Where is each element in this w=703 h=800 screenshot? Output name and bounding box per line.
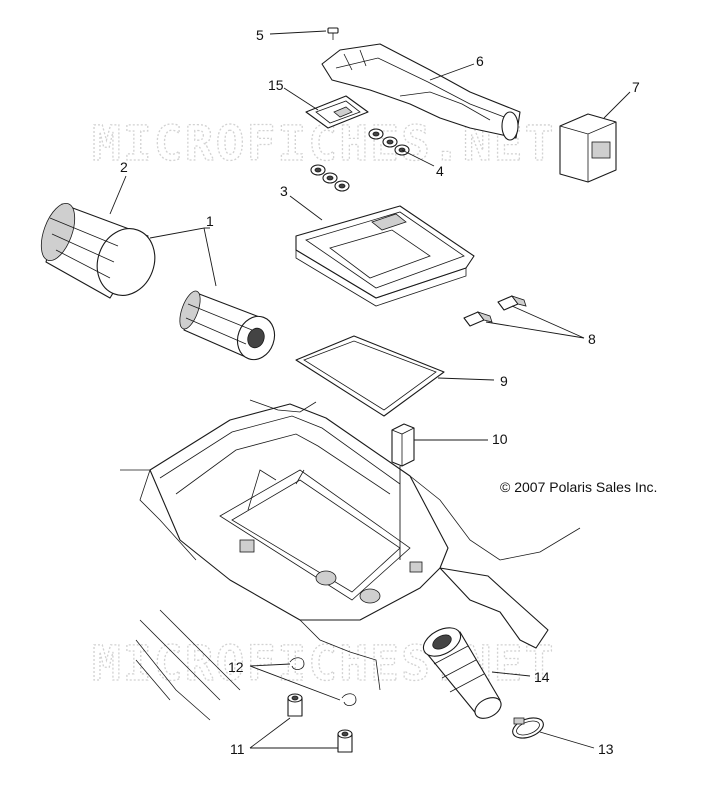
- part-11-caps: [287, 693, 353, 753]
- callout-numbers: 5 6 15 7 4 2 1 3 8 9 10 14 13 12 11: [120, 27, 640, 757]
- part-12-spring-clips: [289, 657, 357, 706]
- callout-7: 7: [632, 79, 640, 95]
- part-15-gasket: [305, 95, 369, 129]
- part-1-air-filter-small: [179, 290, 276, 361]
- part-8-clips: [463, 295, 527, 327]
- callout-3: 3: [280, 183, 288, 199]
- leader-lines: [109, 30, 631, 749]
- callout-8: 8: [588, 331, 596, 347]
- part-3-airbox-lid: [295, 205, 475, 307]
- part-9-gasket-frame: [295, 335, 445, 417]
- part-7-foam-block: [559, 113, 617, 183]
- copyright-text: © 2007 Polaris Sales Inc.: [500, 479, 657, 495]
- part-14-intake-boot: [422, 627, 502, 719]
- part-6-intake-duct: [321, 43, 521, 141]
- callout-1: 1: [206, 213, 214, 229]
- callout-2: 2: [120, 159, 128, 175]
- part-4-rings: [310, 128, 410, 192]
- part-2-air-filter-large: [40, 203, 156, 299]
- callout-15: 15: [268, 77, 284, 93]
- part-13-hose-clamp: [512, 717, 544, 739]
- part-10-foam-pad: [391, 423, 415, 467]
- callout-12: 12: [228, 659, 244, 675]
- airbox-base-assembly: [120, 399, 581, 721]
- callout-14: 14: [534, 669, 550, 685]
- callout-9: 9: [500, 373, 508, 389]
- callout-4: 4: [436, 163, 444, 179]
- callout-13: 13: [598, 741, 614, 757]
- callout-5: 5: [256, 27, 264, 43]
- callout-11: 11: [230, 741, 245, 757]
- callout-10: 10: [492, 431, 508, 447]
- part-5-screw: [327, 27, 339, 40]
- callout-6: 6: [476, 53, 484, 69]
